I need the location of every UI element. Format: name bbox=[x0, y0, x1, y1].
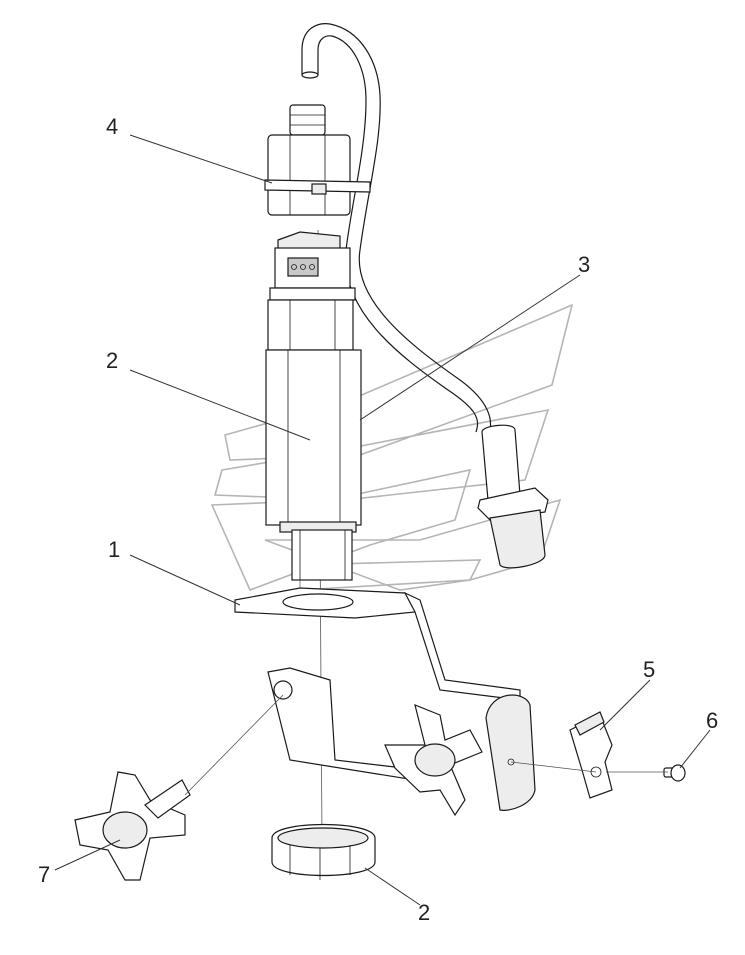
leader-lines bbox=[54, 134, 711, 906]
mounting-bracket bbox=[234, 587, 536, 811]
callout-5: 5 bbox=[643, 657, 655, 682]
sensor-cap bbox=[267, 104, 351, 216]
star-knob-left bbox=[74, 771, 191, 881]
callout-4: 4 bbox=[106, 114, 118, 139]
sensor-head bbox=[269, 231, 356, 301]
star-knob-right bbox=[384, 704, 483, 817]
callout-3: 3 bbox=[578, 252, 590, 277]
callout-7: 7 bbox=[38, 862, 50, 887]
callout-2-lower: 2 bbox=[418, 900, 430, 925]
screw bbox=[663, 764, 686, 782]
callout-6: 6 bbox=[706, 708, 718, 733]
sensor-body bbox=[265, 299, 362, 581]
cable-tie bbox=[264, 179, 371, 195]
callout-1: 1 bbox=[108, 537, 120, 562]
lock-nut bbox=[271, 823, 376, 880]
callout-2-upper: 2 bbox=[106, 348, 118, 373]
cable-connector bbox=[477, 424, 549, 569]
assembly-guides bbox=[184, 694, 668, 796]
retaining-clip bbox=[569, 711, 613, 799]
